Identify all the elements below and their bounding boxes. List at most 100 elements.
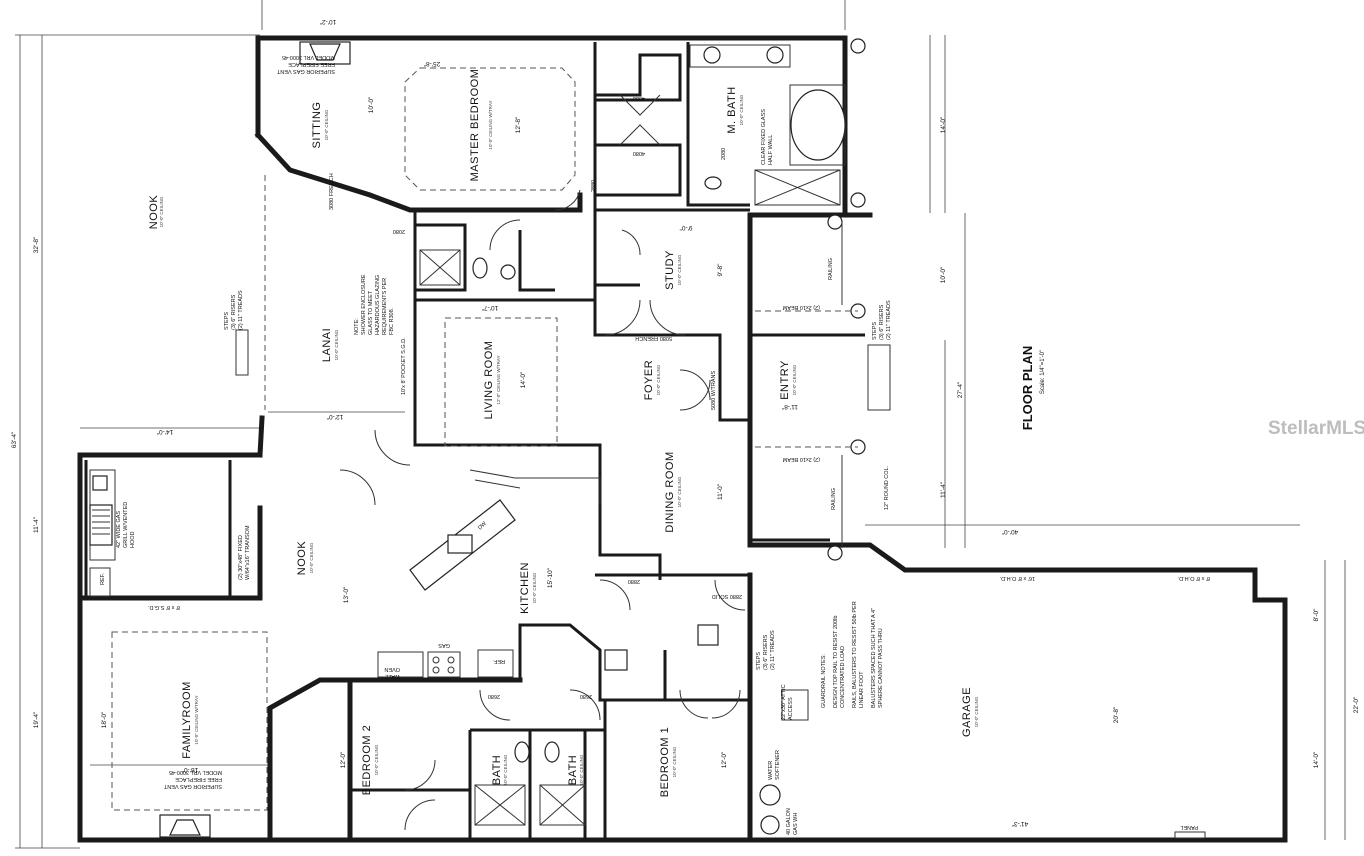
tray-ceilings (111, 67, 576, 811)
svg-text:GAS: GAS (438, 642, 450, 648)
room-familyroom: FAMILYROOM (181, 681, 193, 759)
svg-text:11'-8": 11'-8" (781, 403, 798, 410)
room-foyer: FOYER (643, 360, 655, 400)
svg-text:10'-0" CEILING: 10'-0" CEILING (974, 696, 979, 727)
svg-text:10'-0" CEILING: 10'-0" CEILING (503, 754, 508, 785)
svg-text:10'-0" CEILING: 10'-0" CEILING (159, 196, 164, 227)
svg-text:5080 FRENCH: 5080 FRENCH (635, 335, 672, 341)
svg-text:40'-0": 40'-0" (1001, 528, 1018, 535)
drawing-title: FLOOR PLAN (1020, 346, 1035, 431)
svg-text:DESIGN TOP RAIL TO RESIST 200l: DESIGN TOP RAIL TO RESIST 200lb (833, 616, 839, 708)
svg-text:27'-4": 27'-4" (957, 381, 964, 398)
svg-text:10'-0" CEILING: 10'-0" CEILING (739, 94, 744, 125)
room-bedroom-1: BEDROOM 1 (659, 727, 671, 798)
svg-text:REF.: REF. (100, 573, 106, 585)
svg-text:2080: 2080 (393, 228, 405, 234)
svg-text:8' x 8' O.H.D.: 8' x 8' O.H.D. (1177, 575, 1210, 581)
room-m-bath: M. BATH (726, 86, 738, 133)
svg-text:18'-0": 18'-0" (101, 711, 108, 728)
svg-text:15'-10": 15'-10" (547, 567, 554, 588)
notes: SUPERIOR GAS VENT FREE FIREPLACE MODEL V… (100, 54, 1210, 835)
svg-text:MODEL VRL 3000-45: MODEL VRL 3000-45 (282, 54, 335, 60)
svg-text:10'-0" CEILING W/TRAY: 10'-0" CEILING W/TRAY (194, 695, 199, 744)
drawing-scale: Scale: 1/4"=1'-0" (1040, 350, 1046, 394)
svg-text:10'-0" CEILING: 10'-0" CEILING (677, 476, 682, 507)
svg-text:14'-0": 14'-0" (156, 428, 173, 435)
svg-text:4080: 4080 (633, 95, 645, 101)
room-master-bedroom: MASTER BEDROOM (469, 69, 481, 182)
svg-text:10'-0" CEILING W/TRAY: 10'-0" CEILING W/TRAY (488, 100, 493, 149)
svg-text:10'-0": 10'-0" (940, 266, 947, 283)
svg-text:(3) 6" RISERS: (3) 6" RISERS (879, 304, 885, 340)
svg-text:2880: 2880 (628, 578, 640, 584)
room-bath-a: BATH (491, 755, 503, 786)
room-living-room: LIVING ROOM (483, 341, 495, 420)
svg-text:LINEAR FOOT: LINEAR FOOT (859, 671, 865, 708)
svg-text:8'-0": 8'-0" (1313, 608, 1320, 622)
svg-text:40 GALON: 40 GALON (786, 808, 792, 835)
svg-text:11'-4": 11'-4" (33, 516, 40, 533)
svg-text:14'-0": 14'-0" (940, 116, 947, 133)
svg-text:SPHERE CANNOT PASS THRU: SPHERE CANNOT PASS THRU (878, 628, 884, 708)
svg-text:HOOD: HOOD (130, 531, 136, 548)
watermark: StellarMLS (1268, 418, 1364, 439)
svg-text:(2) 11" TREADS: (2) 11" TREADS (886, 300, 892, 340)
svg-text:3080 FRENCH: 3080 FRENCH (329, 173, 335, 210)
svg-text:10'-0" CEILING: 10'-0" CEILING (334, 329, 339, 360)
svg-text:(3) 6" RISERS: (3) 6" RISERS (763, 634, 769, 670)
svg-text:GUARDRAIL NOTES:: GUARDRAIL NOTES: (821, 654, 827, 708)
svg-text:10'-0" CEILING: 10'-0" CEILING (672, 746, 677, 777)
svg-text:11'-4": 11'-4" (940, 481, 947, 498)
svg-text:10'-0" CEILING: 10'-0" CEILING (324, 109, 329, 140)
svg-text:CLEAR FIXED GLASS: CLEAR FIXED GLASS (761, 109, 767, 165)
svg-text:14'-0": 14'-0" (1313, 751, 1320, 768)
svg-text:GRILL W/VENTED: GRILL W/VENTED (123, 502, 129, 548)
svg-text:BALUSTERS SPACED SUCH THAT A 4: BALUSTERS SPACED SUCH THAT A 4" (871, 608, 877, 708)
svg-text:SHOWER ENCLOSURE: SHOWER ENCLOSURE (361, 274, 367, 335)
room-sitting: SITTING (311, 102, 323, 149)
svg-text:DW: DW (477, 520, 488, 531)
svg-text:HALF WALL: HALF WALL (768, 135, 774, 165)
svg-text:4080: 4080 (633, 150, 645, 156)
room-bath-b: BATH (567, 755, 579, 786)
svg-text:14'-0": 14'-0" (520, 371, 527, 388)
door-swings (339, 94, 746, 831)
svg-text:10'-0" CEILING: 10'-0" CEILING (792, 364, 797, 395)
svg-text:20'-8": 20'-8" (1113, 706, 1120, 723)
svg-text:SUPERIOR GAS VENT: SUPERIOR GAS VENT (163, 783, 222, 789)
svg-text:(2) 2x10 BEAM: (2) 2x10 BEAM (782, 456, 820, 462)
room-garage: GARAGE (961, 687, 973, 737)
svg-text:41'-3": 41'-3" (1011, 820, 1028, 827)
svg-text:RAILING: RAILING (831, 488, 837, 510)
room-lanai: LANAI (321, 328, 333, 362)
dimension-lines (15, 0, 1346, 849)
room-nook: NOOK (296, 541, 308, 576)
svg-text:10'-0" CEILING: 10'-0" CEILING (579, 754, 584, 785)
svg-text:2080: 2080 (721, 148, 727, 160)
dimension-labels: 12'-8" 25'-8" 10'-0" 10'-2" 14'-0" 14'-0… (11, 18, 1360, 827)
svg-text:32'-8": 32'-8" (33, 236, 40, 253)
svg-text:22"x30" ATTIC: 22"x30" ATTIC (781, 684, 787, 720)
svg-text:FBC R308.: FBC R308. (389, 307, 395, 335)
svg-text:10'-0" CEILING: 10'-0" CEILING (532, 572, 537, 603)
svg-text:12'-8": 12'-8" (515, 116, 522, 133)
svg-text:10'-7": 10'-7" (481, 304, 498, 311)
svg-text:13'-0": 13'-0" (343, 586, 350, 603)
svg-text:16'-0": 16'-0" (181, 766, 198, 773)
svg-text:FREE FIREPLACE: FREE FIREPLACE (288, 61, 335, 67)
svg-text:REQUIREMENTS PER: REQUIREMENTS PER (382, 278, 388, 335)
svg-text:63'-4": 63'-4" (11, 431, 18, 448)
exterior-walls (77, 35, 1288, 843)
svg-text:STEPS: STEPS (872, 322, 878, 340)
svg-text:OVEN: OVEN (384, 666, 400, 672)
room-entry: ENTRY (779, 360, 791, 400)
svg-text:22'-0": 22'-0" (1353, 696, 1360, 713)
svg-text:12'-0": 12'-0" (340, 751, 347, 768)
svg-text:10'-0" CEILING: 10'-0" CEILING (677, 254, 682, 285)
svg-text:10'-0" CEILING: 10'-0" CEILING (656, 364, 661, 395)
room-labels: MASTER BEDROOM 10'-0" CEILING W/TRAY SIT… (148, 69, 979, 798)
svg-text:9'-8": 9'-8" (717, 263, 724, 277)
svg-text:10'-2": 10'-2" (319, 18, 336, 25)
